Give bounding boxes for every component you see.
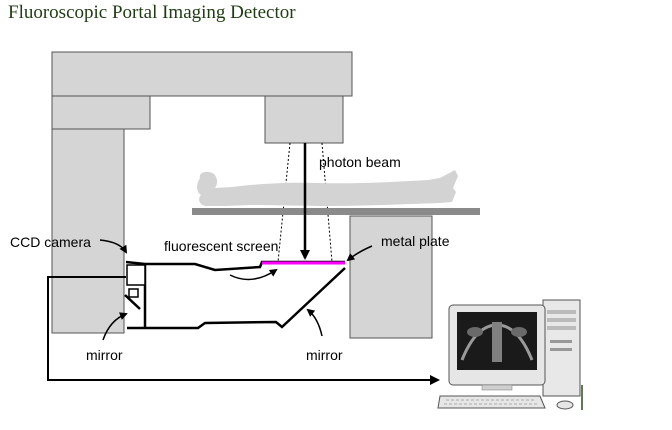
linac-gantry [51,51,353,334]
fluorescent-screen-callout-arrow [229,268,278,281]
detector-housing [125,260,346,330]
keyboard [437,395,546,409]
callout-arrows [99,239,373,341]
metal-plate-callout-arrow [346,245,373,262]
gantry-top-arm [51,51,353,97]
treatment-head [264,95,344,144]
ccd-camera-label: CCD camera [10,234,91,250]
treatment-couch [192,208,480,215]
patient-silhouette-icon [197,170,458,206]
page-title: Fluoroscopic Portal Imaging Detector [8,2,296,23]
metal-plate-block [349,215,433,339]
computer-workstation-icon [437,299,583,410]
ccd-camera-callout-arrow [99,239,128,254]
mirror-left-label: mirror [86,347,123,363]
ccd-camera-icon [126,264,146,298]
photon-beam-label: photon beam [319,154,401,170]
computer-mouse [556,400,574,410]
mirror-left-surface [124,294,141,310]
metal-plate-label: metal plate [381,233,450,249]
mirror-right-label: mirror [306,347,343,363]
mirror-right-callout-arrow [306,308,323,337]
gantry-stand [51,128,125,334]
signal-cable-arrow [47,276,440,385]
gantry-left-block [51,95,151,130]
mirror-left-callout-arrow [102,312,128,341]
fluorescent-screen-label: fluorescent screen [164,238,278,254]
